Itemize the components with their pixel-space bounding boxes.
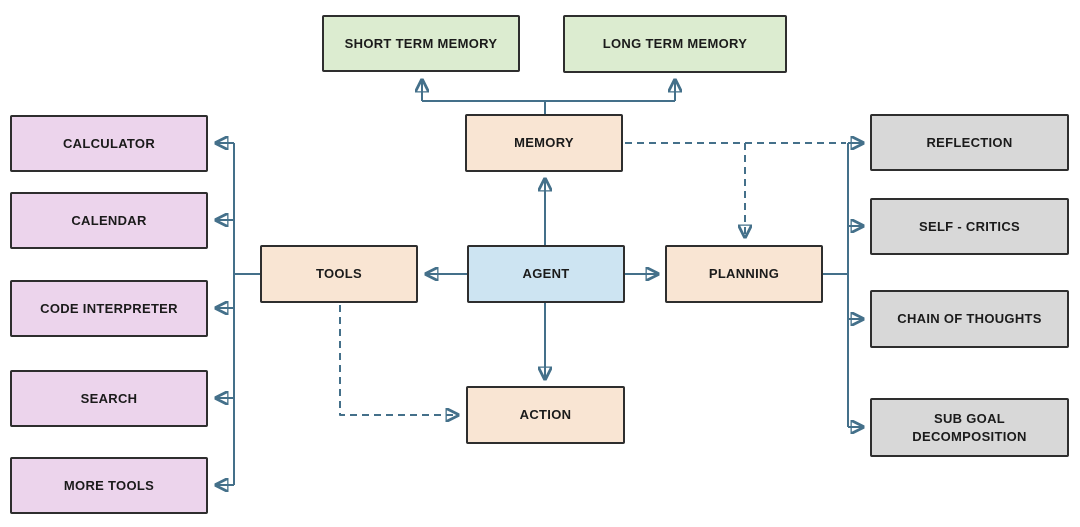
node-chain-of-thoughts: CHAIN OF THOUGHTS xyxy=(870,290,1069,348)
node-short-term-memory: SHORT TERM MEMORY xyxy=(322,15,520,72)
node-action: ACTION xyxy=(466,386,625,444)
edge-tools-to-action-dashed xyxy=(339,305,458,415)
node-label: LONG TERM MEMORY xyxy=(602,36,748,52)
node-label: CHAIN OF THOUGHTS xyxy=(897,311,1042,327)
node-label: SEARCH xyxy=(80,390,138,406)
node-sub-goal-decomposition: SUB GOAL DECOMPOSITION xyxy=(870,398,1069,457)
node-label: SHORT TERM MEMORY xyxy=(344,35,498,51)
node-calculator: CALCULATOR xyxy=(10,115,208,172)
node-label: PLANNING xyxy=(708,266,780,282)
node-planning: PLANNING xyxy=(665,245,823,303)
node-label: CALENDAR xyxy=(71,212,147,228)
node-tools: TOOLS xyxy=(260,245,418,303)
node-label: MORE TOOLS xyxy=(63,477,155,493)
node-label: TOOLS xyxy=(315,266,363,282)
node-code-interpreter: CODE INTERPRETER xyxy=(10,280,208,337)
node-label: MEMORY xyxy=(514,135,574,151)
node-search: SEARCH xyxy=(10,370,208,427)
node-long-term-memory: LONG TERM MEMORY xyxy=(563,15,787,73)
node-self-critics: SELF - CRITICS xyxy=(870,198,1069,255)
node-label: SUB GOAL DECOMPOSITION xyxy=(912,410,1027,444)
node-label: CALCULATOR xyxy=(62,135,156,151)
node-memory: MEMORY xyxy=(465,114,623,172)
node-label: SELF - CRITICS xyxy=(919,218,1020,234)
node-label: CODE INTERPRETER xyxy=(40,300,178,316)
node-reflection: REFLECTION xyxy=(870,114,1069,171)
node-label: ACTION xyxy=(519,407,572,423)
node-agent: AGENT xyxy=(467,245,625,303)
node-more-tools: MORE TOOLS xyxy=(10,457,208,514)
node-label: REFLECTION xyxy=(926,134,1013,150)
node-calendar: CALENDAR xyxy=(10,192,208,249)
node-label: AGENT xyxy=(522,266,570,282)
